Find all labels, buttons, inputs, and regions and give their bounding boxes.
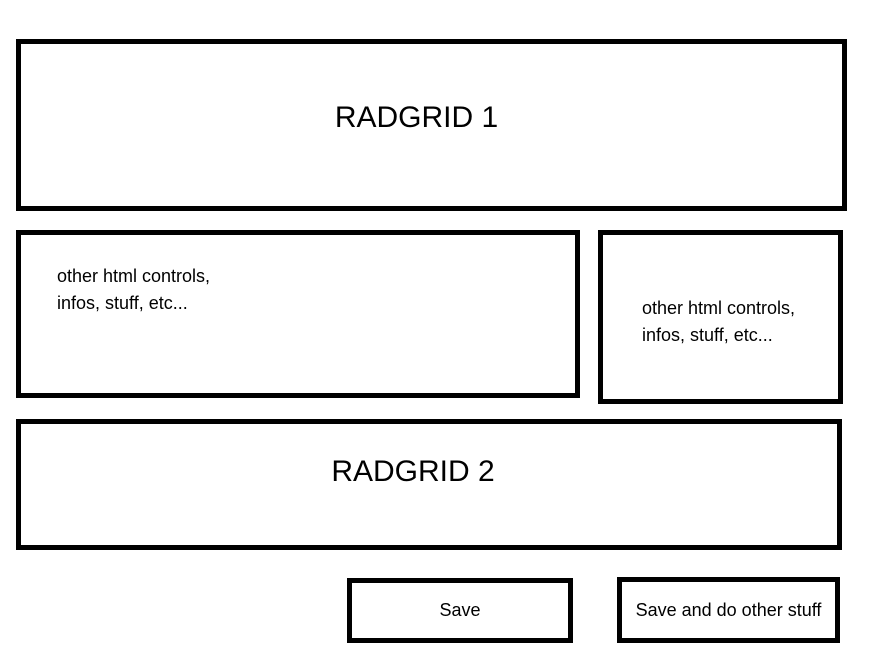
left-panel-text: other html controls, infos, stuff, etc..… (57, 263, 565, 317)
right-panel-text-line-2: infos, stuff, etc... (642, 325, 773, 345)
right-controls-panel: other html controls, infos, stuff, etc..… (598, 230, 843, 404)
radgrid-2-placeholder[interactable]: RADGRID 2 (16, 419, 842, 550)
save-and-do-other-stuff-button[interactable]: Save and do other stuff (617, 577, 840, 643)
right-panel-text-line-1: other html controls, (642, 298, 796, 318)
save-button-label: Save (439, 600, 481, 620)
radgrid-1-label: RADGRID 1 (334, 101, 499, 134)
right-panel-text: other html controls, infos, stuff, etc..… (642, 295, 830, 349)
radgrid-1-placeholder[interactable]: RADGRID 1 (16, 39, 847, 211)
left-controls-panel: other html controls, infos, stuff, etc..… (16, 230, 580, 398)
save-and-do-other-stuff-button-label: Save and do other stuff (635, 599, 822, 620)
save-button[interactable]: Save (347, 578, 573, 643)
left-panel-text-line-2: infos, stuff, etc... (57, 293, 188, 313)
radgrid-2-label: RADGRID 2 (331, 454, 495, 488)
left-panel-text-line-1: other html controls, (57, 266, 211, 286)
